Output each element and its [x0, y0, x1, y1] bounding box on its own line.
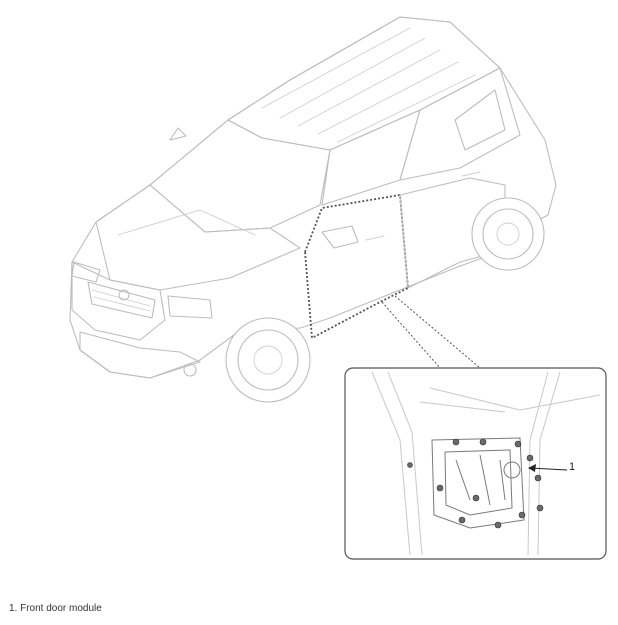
- callout-number: 1: [569, 461, 575, 473]
- legend-item: 1. Front door module: [9, 603, 102, 614]
- vehicle-illustration: [69, 16, 557, 403]
- detail-inset: 1: [344, 367, 607, 560]
- detail-leader-lines: [381, 295, 481, 369]
